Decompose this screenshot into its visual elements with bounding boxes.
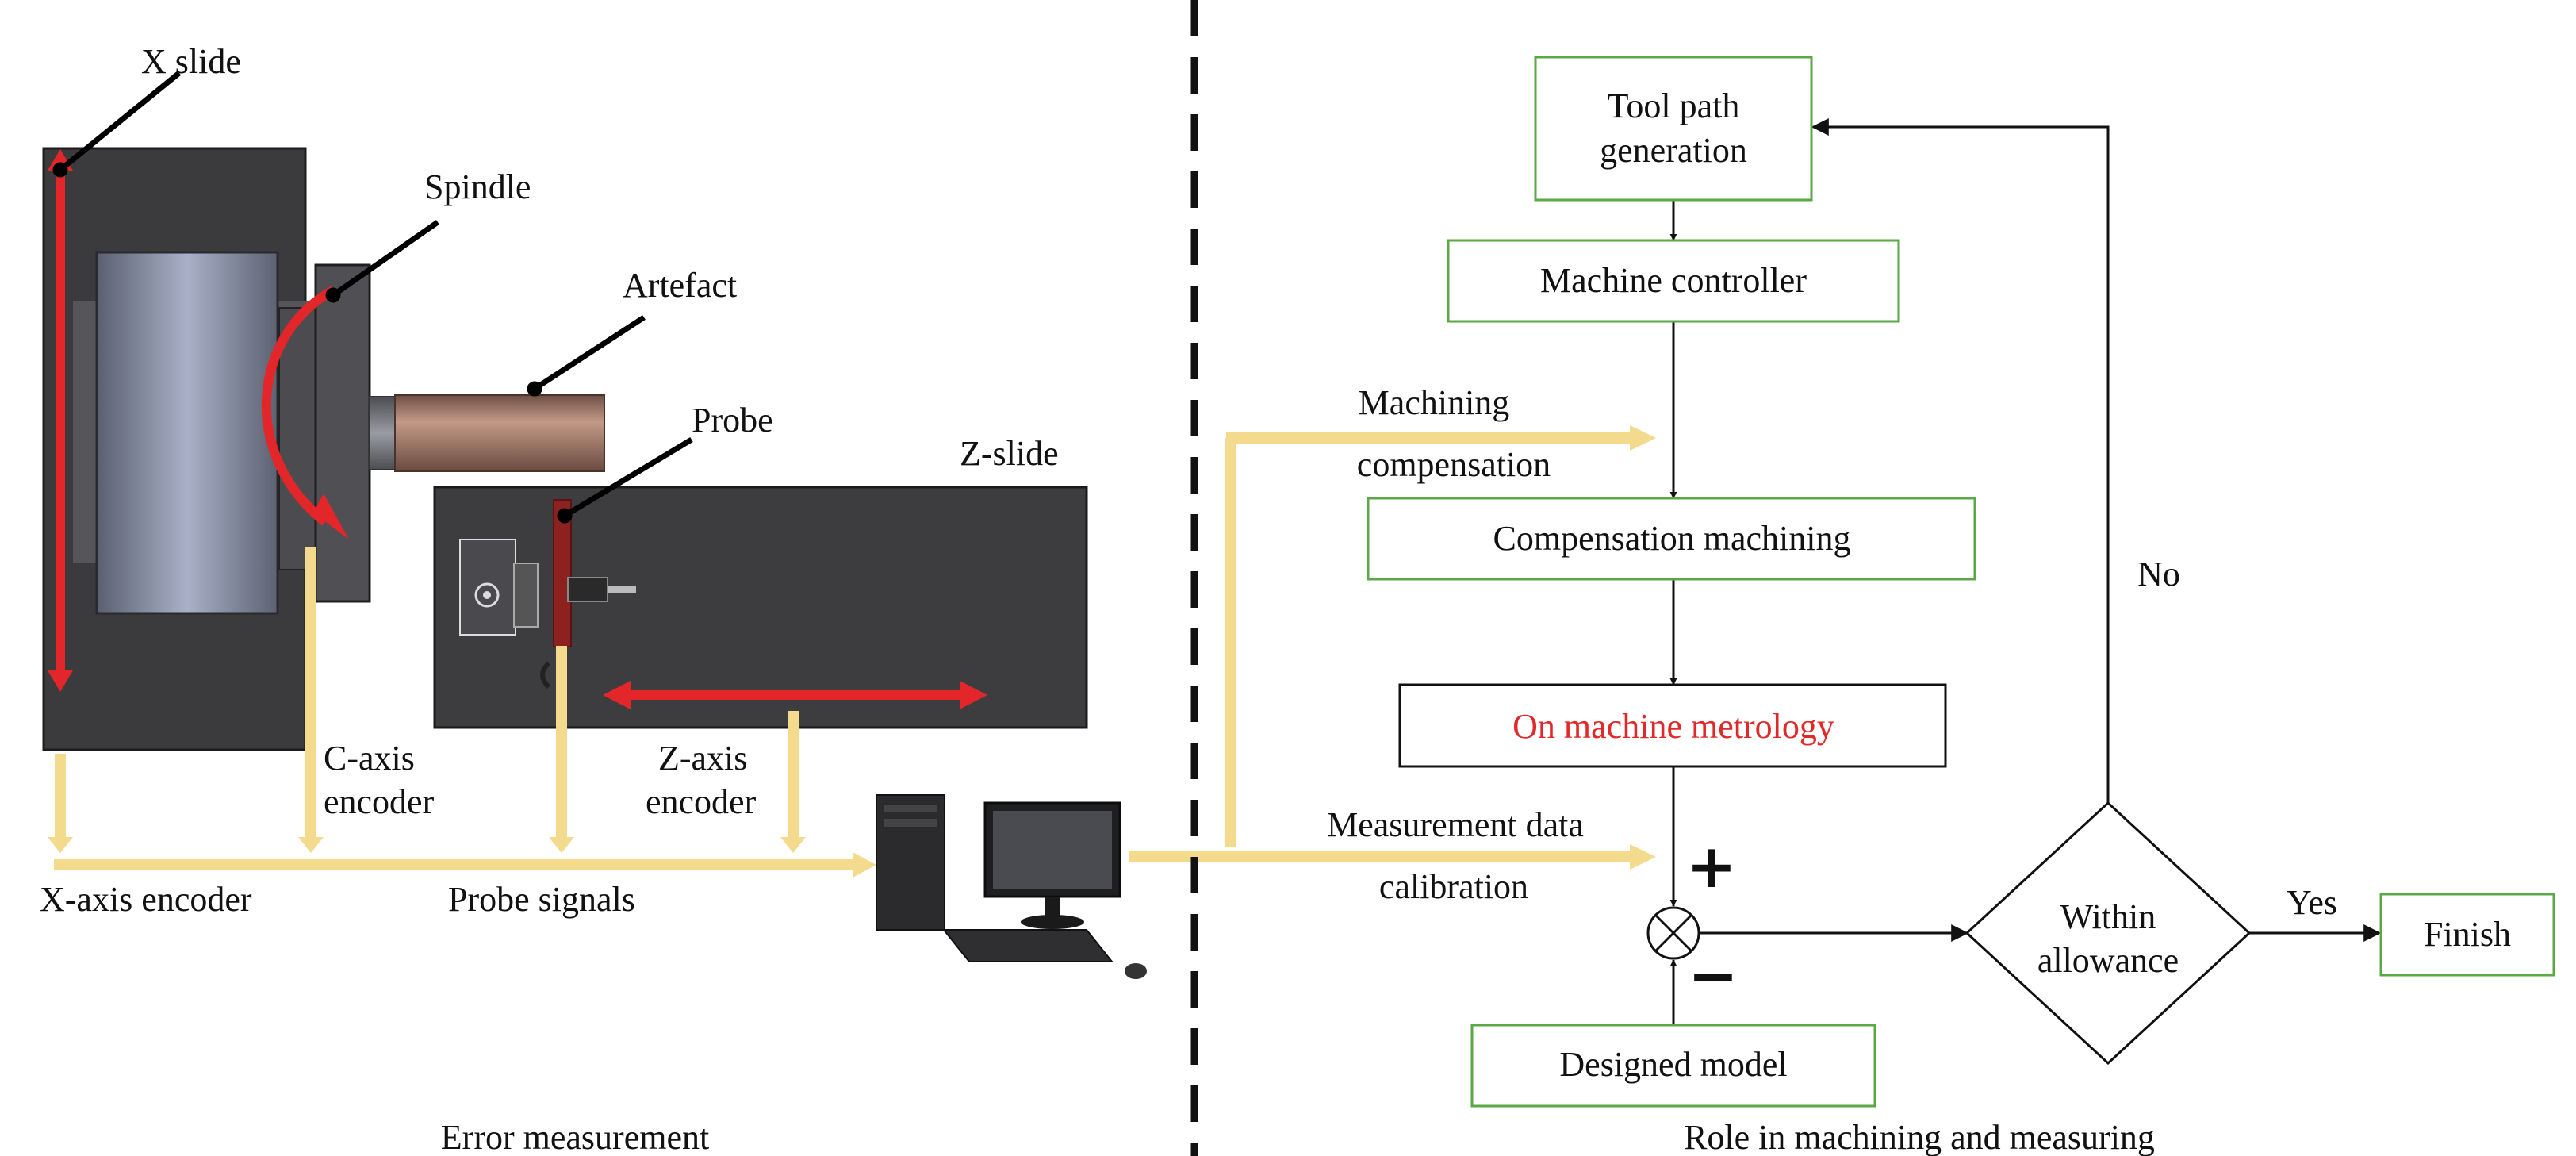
- artefact-label: Artefact: [623, 266, 737, 305]
- measurement-data-label-line1: Measurement data: [1327, 805, 1584, 844]
- minus-sign: −: [1688, 940, 1738, 1011]
- tool-path-label-line1: Tool path: [1608, 86, 1740, 125]
- pointer-lines: [52, 71, 693, 524]
- z-axis-encoder-label-line2: encoder: [646, 782, 757, 821]
- motion-arrows: [48, 149, 987, 709]
- spindle-rotation-arrow: [261, 286, 335, 526]
- designed-model-label: Designed model: [1559, 1045, 1787, 1084]
- within-allowance-label-line1: Within: [2060, 897, 2156, 936]
- compensation-machining-label: Compensation machining: [1493, 519, 1851, 558]
- on-machine-metrology-label: On machine metrology: [1512, 707, 1834, 746]
- z-slide-body: [433, 486, 1088, 729]
- finish-box: [2379, 893, 2555, 977]
- artefact-cylinder: [394, 394, 605, 472]
- c-axis-encoder-label-line2: encoder: [324, 782, 435, 821]
- probe-housing: [459, 539, 516, 636]
- measurement-data-label-line2: calibration: [1379, 867, 1528, 906]
- summing-junction: [1646, 906, 1700, 960]
- machine-controller-label: Machine controller: [1540, 261, 1807, 300]
- tool-path-label-line2: generation: [1600, 131, 1747, 170]
- probe-signals-label: Probe signals: [448, 880, 635, 919]
- no-label: No: [2137, 555, 2180, 593]
- yes-label: Yes: [2287, 883, 2337, 922]
- finish-label: Finish: [2424, 915, 2511, 954]
- machining-compensation-label-line1: Machining: [1359, 383, 1510, 422]
- on-machine-metrology-box: [1398, 683, 1947, 768]
- machining-compensation-label-line2: compensation: [1357, 445, 1551, 484]
- probe-head: [567, 577, 608, 602]
- plus-sign: +: [1686, 831, 1737, 901]
- probe-mount: [513, 563, 539, 628]
- c-axis-encoder-label-line1: C-axis: [324, 739, 415, 778]
- z-axis-encoder-label-line1: Z-axis: [658, 739, 747, 778]
- role-in-machining-caption: Role in machining and measuring: [1684, 1118, 2155, 1156]
- error-measurement-caption: Error measurement: [441, 1118, 709, 1156]
- probe-knob: [474, 582, 500, 608]
- spindle-plate-outer: [278, 307, 320, 570]
- x-slide-label: X slide: [141, 42, 241, 81]
- machine-controller-box: [1447, 239, 1900, 323]
- flowchart: Tool path generation Machine controller …: [1327, 56, 2555, 1156]
- probe-stylus: [608, 586, 636, 593]
- tool-path-generation-box: [1534, 56, 1813, 202]
- within-allowance-label-line2: allowance: [2037, 941, 2179, 980]
- spindle-plate: [314, 263, 371, 603]
- spindle-drum: [95, 251, 279, 615]
- machine-illustration: [42, 147, 1147, 979]
- within-allowance-decision: [1965, 801, 2252, 1066]
- probe-label: Probe: [692, 401, 773, 440]
- chuck: [369, 396, 397, 470]
- designed-model-box: [1470, 1024, 1876, 1108]
- computer-icon: [876, 794, 1147, 979]
- z-slide-label: Z-slide: [960, 434, 1059, 473]
- x-axis-encoder-label: X-axis encoder: [40, 880, 252, 919]
- signal-arrows: [48, 425, 1656, 878]
- compensation-machining-box: [1367, 497, 1976, 581]
- spindle-label: Spindle: [424, 167, 531, 206]
